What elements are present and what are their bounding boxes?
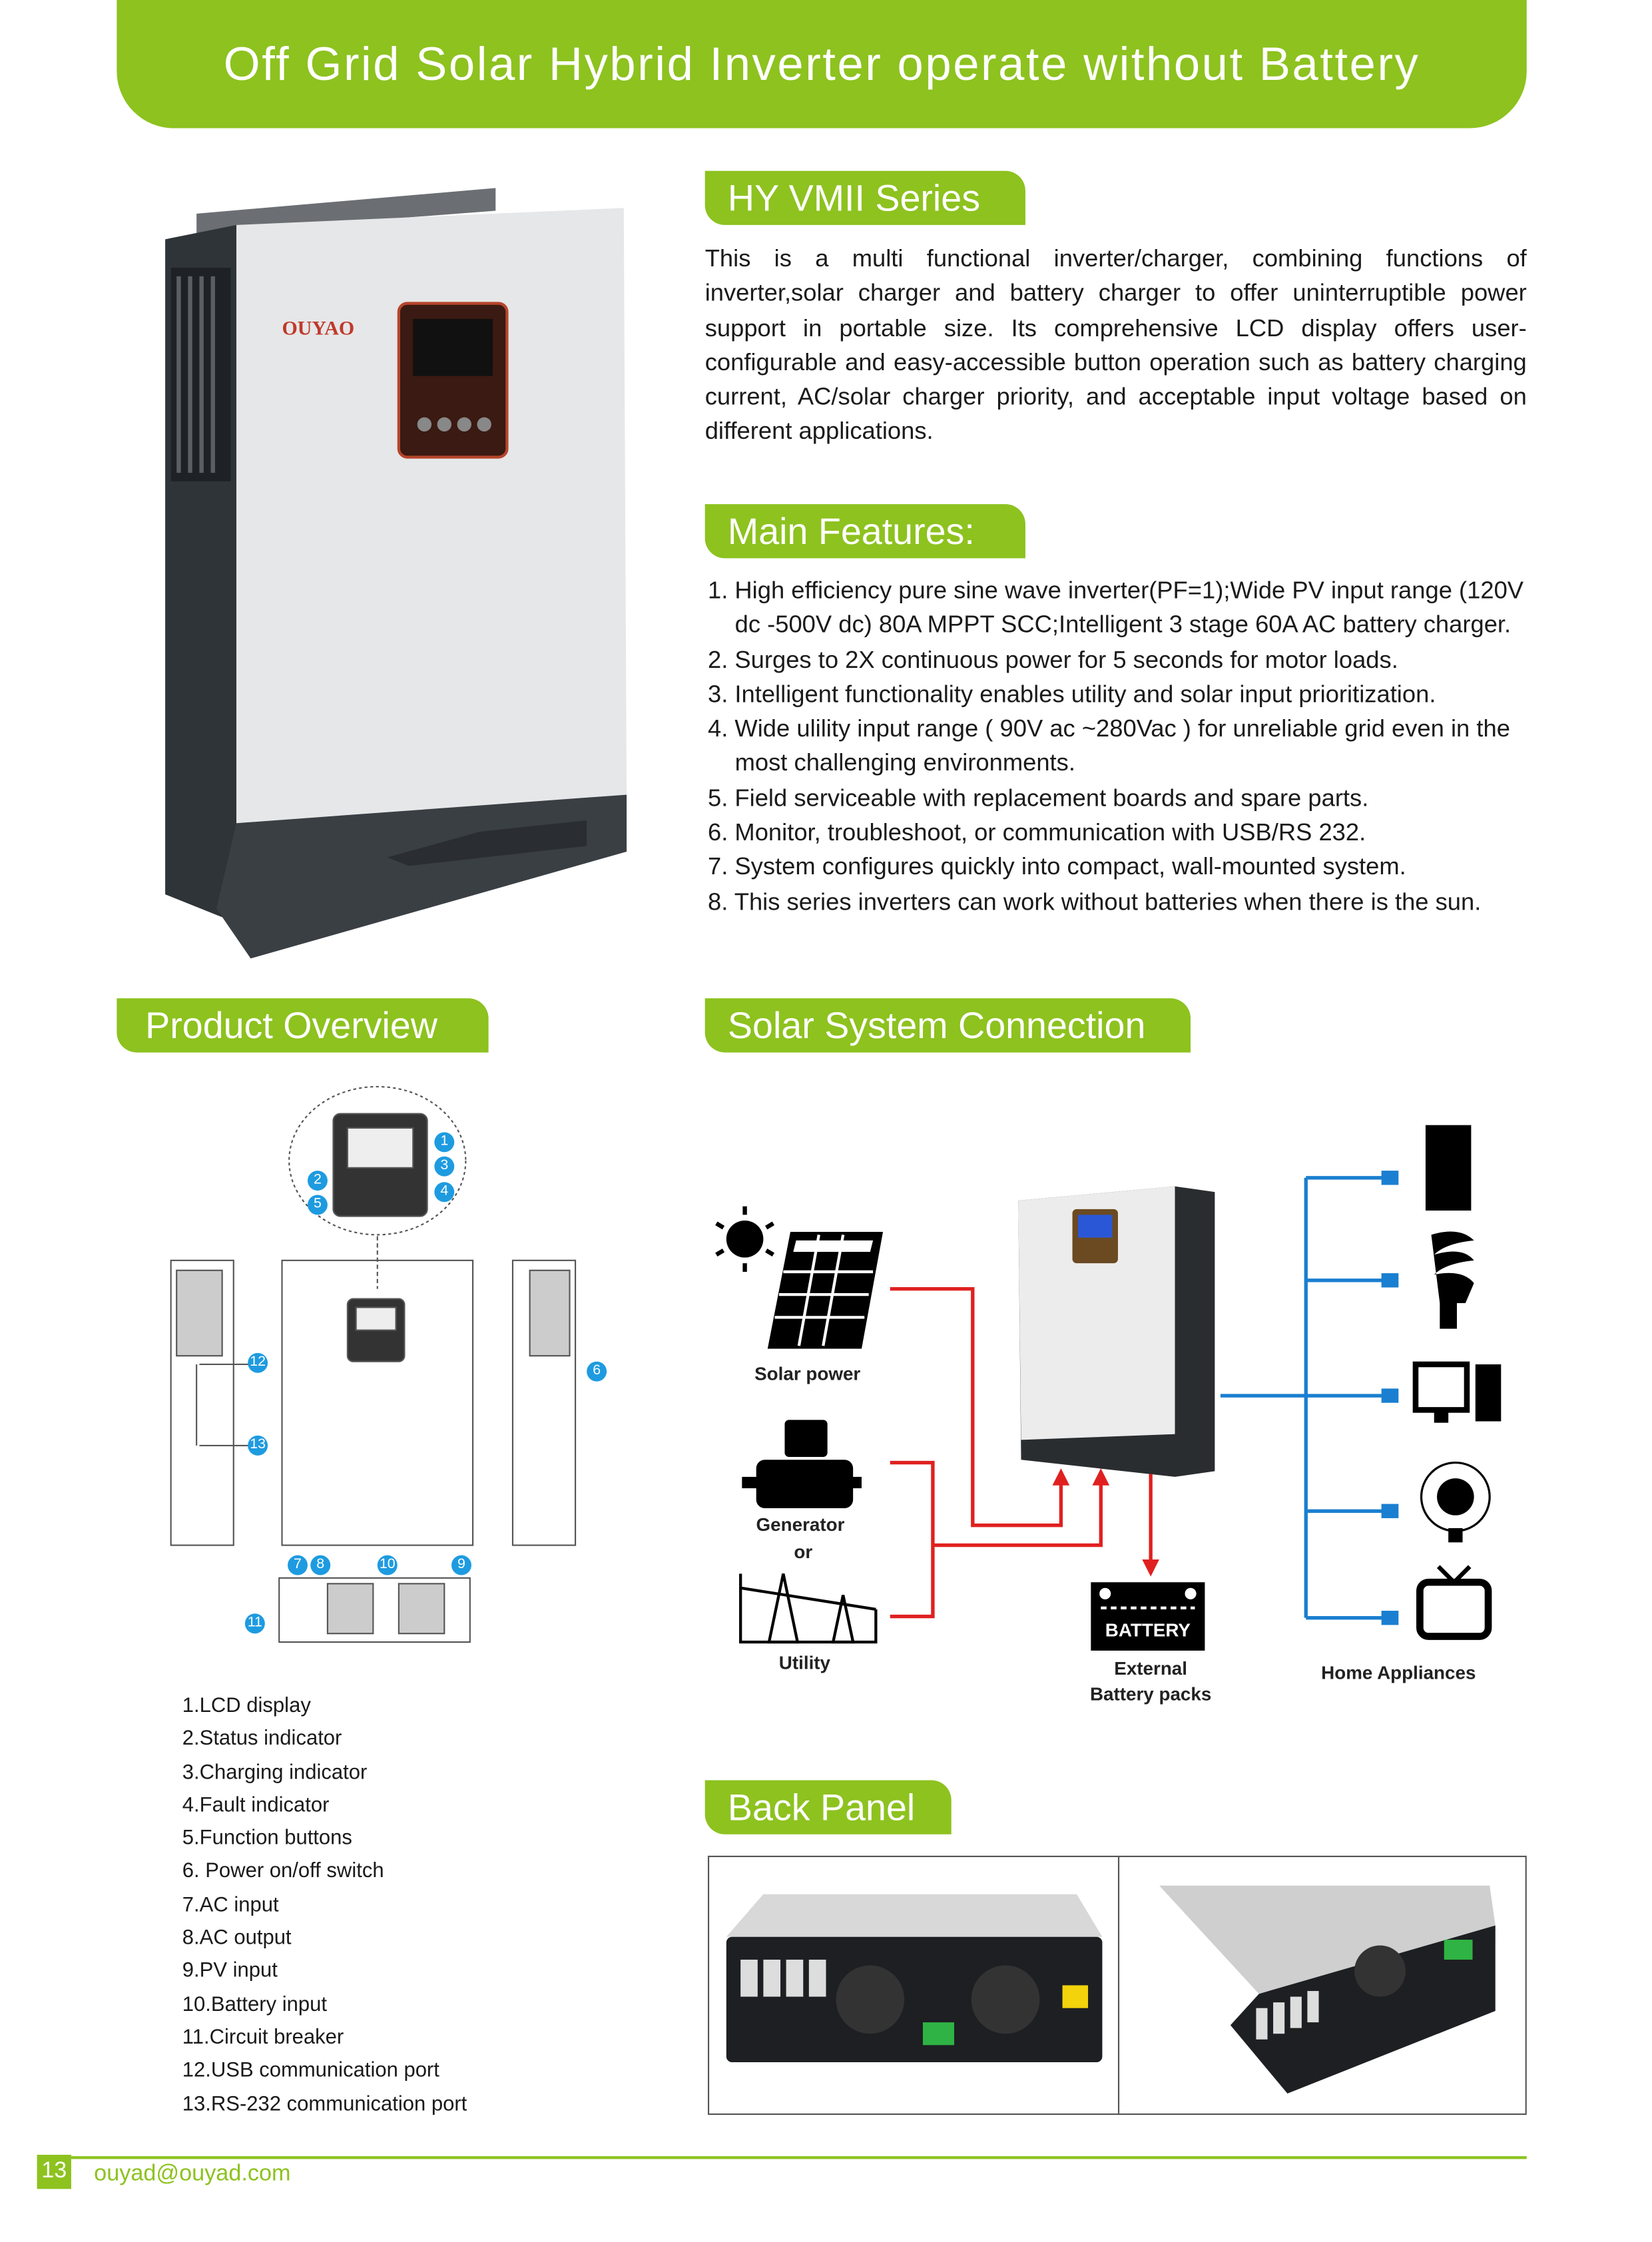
fan-icon [1420, 1461, 1491, 1543]
feature-item: 3. Intelligent functionality enables uti… [707, 681, 1436, 708]
legend-item: 4.Fault indicator [182, 1794, 330, 1817]
callout-badge: 7 [288, 1555, 308, 1575]
solar-connection-diagram [715, 1125, 1502, 1651]
callout-badge: 10 [377, 1555, 398, 1575]
legend-item: 11.Circuit breaker [182, 2026, 344, 2050]
feature-item: 8. This series inverters can work withou… [707, 888, 1482, 916]
tab-product-overview: Product Overview [117, 998, 489, 1053]
fridge-icon [1425, 1125, 1472, 1211]
callout-badge: 13 [248, 1435, 268, 1456]
solar-power-label: Solar power [754, 1362, 861, 1384]
callout-badge: 12 [248, 1352, 268, 1373]
callout-badge: 4 [434, 1182, 455, 1203]
legend-item: 7.AC input [182, 1894, 279, 1917]
feature-item: 5. Field serviceable with replacement bo… [707, 784, 1369, 812]
header-banner: Off Grid Solar Hybrid Inverter operate w… [117, 0, 1527, 129]
tab-solar-system-connection: Solar System Connection [704, 998, 1191, 1053]
tab-series: HY VMII Series [704, 170, 1025, 225]
legend-item: 2.Status indicator [182, 1727, 342, 1751]
computer-icon [1412, 1361, 1502, 1423]
feature-item: 1. High efficiency pure sine wave invert… [707, 577, 1524, 639]
legend-item: 1.LCD display [182, 1695, 311, 1718]
back-panel-photo-front [726, 1894, 1103, 2062]
generator-label: Generator [756, 1514, 845, 1536]
series-description: This is a multi functional inverter/char… [704, 244, 1527, 445]
callout-badge: 11 [244, 1613, 265, 1634]
feature-item: 7. System configures quickly into compac… [707, 853, 1406, 881]
legend-item: 12.USB communication port [182, 2060, 439, 2083]
utility-label: Utility [778, 1652, 831, 1674]
home-appliances-label: Home Appliances [1321, 1661, 1476, 1684]
brand-logo: OUYAO [282, 318, 354, 340]
legend-item: 8.AC output [182, 1926, 292, 1950]
battery-caption-line2: Battery packs [1089, 1683, 1212, 1705]
legend-item: 13.RS-232 communication port [182, 2093, 467, 2116]
battery-caption-line1: External [1114, 1657, 1188, 1679]
legend-item: 6. Power on/off switch [182, 1860, 384, 1884]
footer-email-link[interactable]: ouyad@ouyad.com [94, 2161, 291, 2187]
tv-icon [1416, 1565, 1492, 1640]
legend-item: 5.Function buttons [182, 1827, 352, 1850]
callout-badge: 3 [434, 1156, 455, 1177]
product-overview-diagram [170, 1085, 577, 1643]
back-panel-images [707, 1855, 1527, 2115]
callout-badge: 5 [307, 1195, 328, 1215]
features-list: 1. High efficiency pure sine wave invert… [708, 574, 1527, 920]
or-label: or [794, 1541, 813, 1563]
legend-item: 9.PV input [182, 1960, 278, 1984]
sun-icon [715, 1206, 775, 1272]
feature-item: 2. Surges to 2X continuous power for 5 s… [707, 646, 1398, 673]
solar-panel-icon [767, 1232, 884, 1349]
callout-badge: 6 [587, 1361, 607, 1382]
page-number: 13 [37, 2155, 71, 2189]
legend-item: 10.Battery input [182, 1993, 328, 2016]
divider [1117, 1856, 1120, 2113]
back-panel-photo-angle [1159, 1885, 1496, 2094]
callout-badge: 8 [310, 1555, 331, 1575]
feature-item: 4. Wide ulility input range ( 90V ac ~28… [707, 715, 1510, 777]
callout-badge: 1 [434, 1132, 455, 1153]
power-tower-icon [739, 1573, 878, 1644]
tab-back-panel: Back Panel [704, 1780, 952, 1834]
feature-item: 6. Monitor, troubleshoot, or communicati… [707, 818, 1366, 846]
generator-icon [742, 1420, 862, 1508]
legend-item: 3.Charging indicator [182, 1761, 368, 1785]
inverter-unit-image [1018, 1186, 1215, 1477]
callout-badge: 2 [307, 1171, 328, 1191]
overview-legend-list: 1.LCD display 2.Status indicator 3.Charg… [182, 1691, 467, 2122]
callout-badge: 9 [451, 1555, 471, 1575]
page-title: Off Grid Solar Hybrid Inverter operate w… [223, 37, 1420, 90]
tab-main-features: Main Features: [704, 504, 1025, 559]
footer-divider [71, 2156, 1527, 2159]
battery-icon-label: BATTERY [1105, 1619, 1191, 1641]
lightbulb-icon [1431, 1231, 1474, 1329]
battery-icon [1091, 1582, 1205, 1651]
inverter-product-image: OUYAO [165, 188, 627, 959]
